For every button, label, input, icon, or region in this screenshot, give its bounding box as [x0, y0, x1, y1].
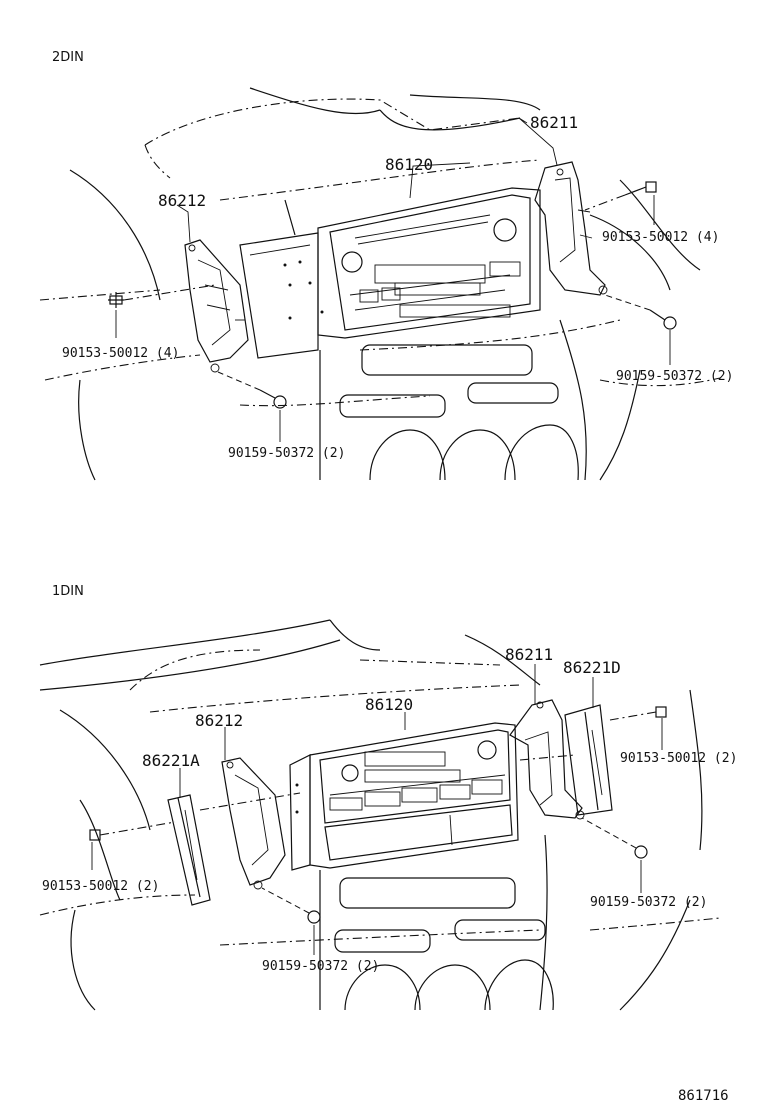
section-title-2din: 2DIN — [52, 50, 84, 65]
radio-unit-2din — [239, 187, 541, 359]
callout-90159-right: 90159-50372 (2) — [590, 895, 707, 910]
callout-86212: 86212 — [195, 711, 243, 730]
screw-icon — [217, 371, 287, 409]
dashboard-outline — [39, 87, 721, 481]
leaders-2din — [115, 117, 671, 442]
screw-icon — [89, 821, 176, 841]
bracket-right-86211 — [534, 161, 608, 296]
screws-1din — [89, 706, 667, 924]
callout-86212: 86212 — [158, 191, 206, 210]
callout-90153-left: 90153-50012 (4) — [62, 346, 179, 361]
leaders-1din — [91, 664, 663, 955]
screw-icon — [609, 706, 667, 721]
radio-unit-1din — [289, 722, 519, 871]
section-1din: 1DIN — [39, 584, 737, 1011]
bracket-right-86211 — [509, 699, 585, 820]
callout-86221A: 86221A — [142, 751, 200, 770]
center-console-vents — [334, 877, 554, 1011]
screw-icon — [584, 181, 657, 211]
spacer-left-86221A — [167, 794, 211, 906]
callout-90153-left: 90153-50012 (2) — [42, 879, 159, 894]
callout-86120: 86120 — [365, 695, 413, 714]
dashboard-outline — [39, 619, 721, 1011]
bracket-left-86212 — [221, 757, 286, 890]
screw-icon — [261, 887, 321, 924]
callout-86120: 86120 — [385, 155, 433, 174]
section-2din: 2DIN — [39, 50, 733, 481]
section-title-1din: 1DIN — [52, 584, 84, 599]
callout-86211: 86211 — [530, 113, 578, 132]
screw-icon — [108, 284, 216, 308]
callout-90159-bottom: 90159-50372 (2) — [228, 446, 345, 461]
diagram-id: 861716 — [678, 1088, 729, 1104]
callout-86221D: 86221D — [563, 658, 621, 677]
callout-90159-bottom: 90159-50372 (2) — [262, 959, 379, 974]
center-console-vents — [339, 344, 579, 481]
callout-90153-right: 90153-50012 (4) — [602, 230, 719, 245]
spacer-right-86221D — [564, 704, 613, 816]
callout-86211: 86211 — [505, 645, 553, 664]
callout-90153-right: 90153-50012 (2) — [620, 751, 737, 766]
bracket-left-86212 — [184, 239, 249, 373]
screw-icon — [581, 817, 648, 859]
screw-icon — [604, 294, 677, 330]
callout-90159-right: 90159-50372 (2) — [616, 369, 733, 384]
screws-2din — [108, 181, 677, 409]
